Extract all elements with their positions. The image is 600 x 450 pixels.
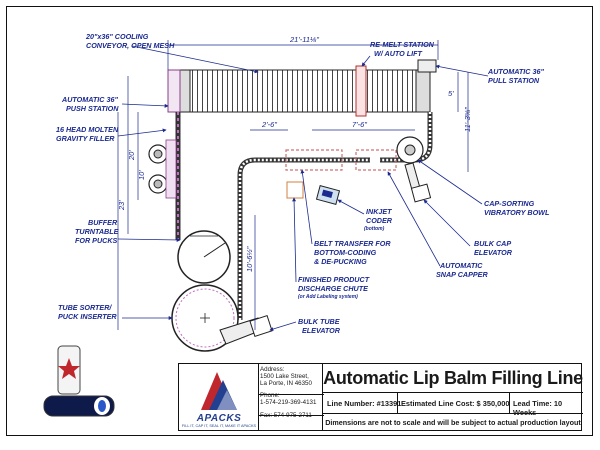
phone-label: Phone: xyxy=(260,392,280,399)
bulk-tube-elevator xyxy=(219,314,273,345)
cooling-conveyor xyxy=(175,69,431,113)
label-push-station: AUTOMATIC 36" xyxy=(61,95,118,104)
remelt-station xyxy=(355,65,367,117)
label-inkjet: INKJET xyxy=(366,207,392,216)
phone-number: 1-574-219-369-4131 xyxy=(260,399,317,406)
annotations: 20"x36" COOLING CONVEYOR, OPEN MESH 21'-… xyxy=(56,32,549,335)
label-belt-transfer: BELT TRANSFER FOR xyxy=(314,239,391,248)
pull-station xyxy=(417,59,437,73)
label-cooling-conveyor-2: CONVEYOR, OPEN MESH xyxy=(86,41,175,50)
label-tube-sorter-2: PUCK INSERTER xyxy=(58,312,117,321)
address-line-1: 1500 Lake Street, xyxy=(260,373,309,380)
dim-5: 5' xyxy=(448,89,454,98)
label-snap-capper: AUTOMATIC xyxy=(439,261,483,270)
label-buffer-3: FOR PUCKS xyxy=(75,236,118,245)
label-bulk-tube: BULK TUBE xyxy=(298,317,340,326)
contact-cell: Address: 1500 Lake Street, La Porte, IN … xyxy=(258,364,324,430)
label-discharge-2: DISCHARGE CHUTE xyxy=(298,284,368,293)
label-pull-station: AUTOMATIC 36" xyxy=(487,67,544,76)
puck-conveyor xyxy=(175,112,370,320)
dim-7-6: 7'-6" xyxy=(352,120,367,129)
apacks-logo xyxy=(201,372,237,410)
company-name: APACKS xyxy=(196,413,242,424)
push-station xyxy=(167,69,181,113)
dim-11-3: 11'-3⅝" xyxy=(463,107,472,132)
label-pull-station-2: PULL STATION xyxy=(488,76,540,85)
product-image xyxy=(43,345,115,417)
discharge-chute xyxy=(286,181,304,199)
label-snap-capper-2: SNAP CAPPER xyxy=(436,270,488,279)
line-cost: Estimated Line Cost: $ 350,000 xyxy=(401,399,510,408)
address-label: Address: xyxy=(260,366,285,373)
label-cap-sorting: CAP-SORTING xyxy=(484,199,535,208)
label-cap-sorting-2: VIBRATORY BOWL xyxy=(484,208,549,217)
address-line-2: La Porte, IN 46350 xyxy=(260,380,312,387)
disclaimer: Dimensions are not to scale and will be … xyxy=(325,417,581,427)
inkjet-coder xyxy=(315,185,341,205)
dim-20: 20' xyxy=(127,150,136,161)
cap-sorting-bowl xyxy=(396,136,424,164)
label-belt-transfer-2: BOTTOM-CODING xyxy=(314,248,377,257)
label-filler-2: GRAVITY FILLER xyxy=(56,134,115,143)
meta-row: Line Number: #13391 Estimated Line Cost:… xyxy=(323,393,583,417)
label-belt-transfer-3: & DE-PUCKING xyxy=(314,257,367,266)
label-bulk-cap-2: ELEVATOR xyxy=(474,248,513,257)
dim-10-6: 10'-6½" xyxy=(245,246,254,272)
snap-capper xyxy=(355,149,397,171)
label-remelt-2: W/ AUTO LIFT xyxy=(374,49,423,58)
buffer-turntable xyxy=(177,230,231,284)
lead-time: Lead Time: 10 Weeks xyxy=(513,399,563,417)
line-number: Line Number: #13391 xyxy=(327,399,402,408)
company-tagline: FILL IT, CAP IT, SEAL IT, MAKE IT APACKS xyxy=(181,424,257,428)
drawing-title: Automatic Lip Balm Filling Line xyxy=(323,364,583,393)
dim-2-6: 2'-6" xyxy=(261,120,277,129)
dim-23: 23' xyxy=(117,200,126,211)
label-tube-sorter: TUBE SORTER/ xyxy=(58,303,112,312)
gravity-filler xyxy=(148,139,177,199)
label-bulk-cap: BULK CAP xyxy=(474,239,511,248)
label-inkjet-2: CODER xyxy=(366,216,393,225)
label-push-station-2: PUSH STATION xyxy=(66,104,119,113)
label-buffer: BUFFER xyxy=(88,218,118,227)
dim-10: 10' xyxy=(137,170,146,180)
label-discharge: FINISHED PRODUCT xyxy=(298,275,370,284)
label-buffer-2: TURNTABLE xyxy=(75,227,119,236)
label-discharge-3: (or Add Labeling system) xyxy=(298,294,358,300)
title-block: APACKS FILL IT, CAP IT, SEAL IT, MAKE IT… xyxy=(178,363,583,431)
label-inkjet-3: (bottom) xyxy=(364,226,385,232)
belt-transfer xyxy=(285,149,343,171)
bulk-cap-elevator xyxy=(404,162,432,203)
leader-lines xyxy=(117,45,489,331)
label-remelt: RE-MELT STATION xyxy=(370,40,435,49)
dim-overall-width: 21'-11⅛" xyxy=(289,35,319,44)
logo-cell: APACKS FILL IT, CAP IT, SEAL IT, MAKE IT… xyxy=(179,364,259,430)
label-bulk-tube-2: ELEVATOR xyxy=(302,326,341,335)
dimension-lines xyxy=(117,40,469,330)
label-filler: 16 HEAD MOLTEN xyxy=(56,125,119,134)
label-cooling-conveyor: 20"x36" COOLING xyxy=(85,32,149,41)
